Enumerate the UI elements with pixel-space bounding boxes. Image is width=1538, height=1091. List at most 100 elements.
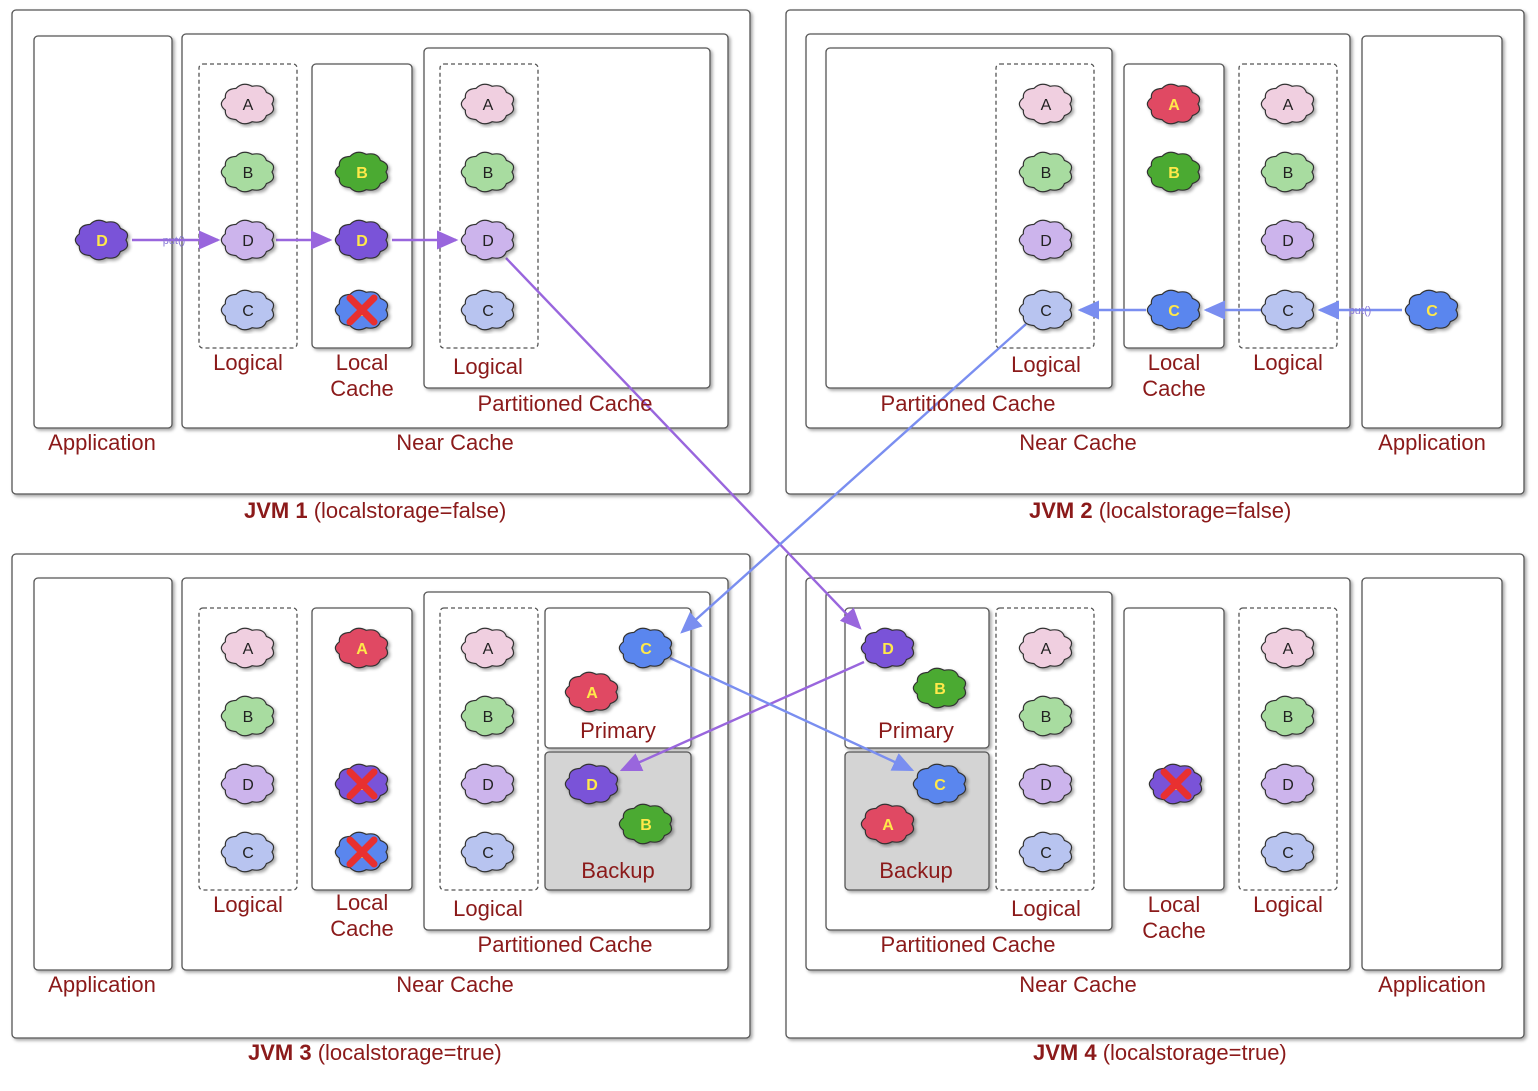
cloud-c: C [1146, 289, 1201, 331]
local-cache-box [1123, 63, 1225, 349]
cloud-a: A [860, 803, 915, 845]
local-cache-label: Local Cache [1142, 350, 1206, 402]
cloud-b: B [1146, 151, 1201, 193]
cloud-a: A [220, 627, 275, 669]
cloud-letter: C [242, 303, 254, 320]
cloud-b: B [460, 151, 515, 193]
cloud-b: B [912, 667, 967, 709]
cloud-letter: A [1283, 97, 1294, 114]
cloud-d: D [460, 219, 515, 261]
cloud-c: C [1018, 289, 1073, 331]
jvm-name: JVM 4 [1033, 1040, 1097, 1065]
invalidated-cross-icon [346, 768, 378, 800]
cloud-shape [618, 627, 673, 669]
cloud-letter: D [1282, 777, 1294, 794]
cloud-a: A [1260, 627, 1315, 669]
jvm-setting: (localstorage=true) [1102, 1040, 1287, 1065]
cloud-letter: B [1168, 165, 1180, 182]
cloud-a: A [460, 83, 515, 125]
near-cache-label: Near Cache [1019, 972, 1137, 997]
cross-stroke [1160, 768, 1192, 800]
jvm-setting: (localstorage=false) [313, 498, 507, 523]
cloud-c: C [460, 831, 515, 873]
partitioned-cache-label: Partitioned Cache [477, 932, 653, 957]
cloud-shape [220, 831, 275, 873]
cloud-c: C [1260, 831, 1315, 873]
cloud-d: D [220, 763, 275, 805]
put-label: put() [163, 235, 186, 247]
cloud-a: A [1146, 83, 1201, 125]
cloud-a: A [460, 627, 515, 669]
cloud-shape [860, 803, 915, 845]
cloud-letter: A [586, 685, 598, 702]
logical-label: Logical [1253, 350, 1323, 375]
backup-arrow [619, 660, 865, 772]
cloud-letter: B [243, 165, 254, 182]
cloud-d: D [74, 219, 129, 261]
cross-stroke [346, 294, 378, 326]
cloud-letter: D [96, 233, 108, 250]
cloud-d: D [1260, 763, 1315, 805]
cloud-letter: D [1282, 233, 1294, 250]
invalidated-cross-icon [1160, 768, 1192, 800]
cloud-letter: A [1041, 641, 1052, 658]
partitioned-cache-label: Partitioned Cache [477, 391, 653, 416]
cloud-shape [334, 151, 389, 193]
cloud-shape [1260, 289, 1315, 331]
cloud-letter: C [242, 845, 254, 862]
cloud-shape [460, 219, 515, 261]
local-cache-label: Local Cache [330, 890, 394, 942]
cloud-letter: A [882, 817, 894, 834]
local-cache-label: Local Cache [330, 350, 394, 402]
cross-stroke [346, 836, 378, 868]
cloud-shape [460, 289, 515, 331]
cloud-shape [1018, 695, 1073, 737]
cloud-letter: C [1040, 303, 1052, 320]
cloud-c: C [220, 831, 275, 873]
cloud-letter: A [483, 641, 494, 658]
cloud-letter: D [242, 233, 254, 250]
logical-label: Logical [1253, 892, 1323, 917]
cloud-c: C [618, 627, 673, 669]
cloud-letter: A [243, 97, 254, 114]
jvm-caption: JVM 4 (localstorage=true) [1033, 1040, 1287, 1066]
cloud-shape [220, 695, 275, 737]
cloud-a: A [564, 671, 619, 713]
near-cache-label: Near Cache [396, 972, 514, 997]
cloud-d: D [460, 763, 515, 805]
cloud-d: D [860, 627, 915, 669]
application-box [33, 577, 173, 971]
jvm-setting: (localstorage=true) [317, 1040, 502, 1065]
cloud-d: D [1260, 219, 1315, 261]
cloud-letter: B [356, 165, 368, 182]
logical-column [439, 63, 539, 349]
cloud-letter: B [483, 709, 494, 726]
cloud-letter: C [640, 641, 652, 658]
cloud-a: A [1260, 83, 1315, 125]
primary-label: Primary [878, 718, 954, 743]
cloud-letter: A [1041, 97, 1052, 114]
cloud-d: D [1018, 219, 1073, 261]
application-label: Application [1378, 430, 1486, 455]
cloud-shape [1018, 831, 1073, 873]
partitioned-cache-label: Partitioned Cache [880, 391, 1056, 416]
cloud-letter: D [242, 777, 254, 794]
cloud-shape [860, 627, 915, 669]
cloud-c: C [220, 289, 275, 331]
application-box [1361, 35, 1503, 429]
cloud-d: D [334, 219, 389, 261]
cloud-letter: B [934, 681, 946, 698]
cloud-shape [334, 627, 389, 669]
cloud-shape [1018, 83, 1073, 125]
cloud-d: D [1018, 763, 1073, 805]
cloud-shape [564, 671, 619, 713]
cloud-shape [220, 627, 275, 669]
cloud-shape [74, 219, 129, 261]
invalidated-cross-icon [346, 294, 378, 326]
application-label: Application [48, 430, 156, 455]
cloud-shape [460, 627, 515, 669]
jvm-name: JVM 3 [248, 1040, 312, 1065]
logical-label: Logical [213, 350, 283, 375]
replication-arrow [505, 257, 862, 630]
